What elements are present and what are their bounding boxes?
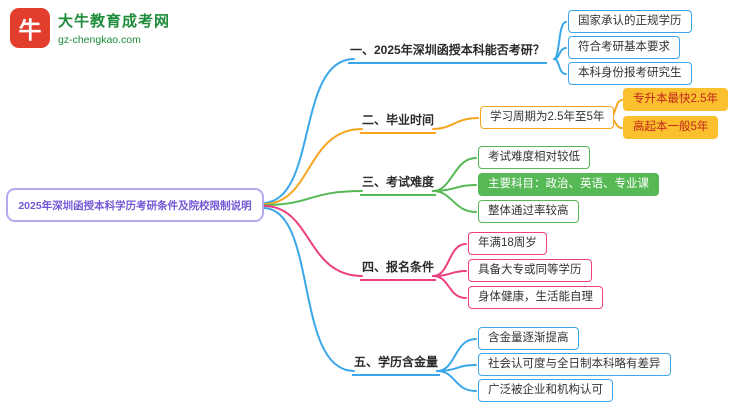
connector-b2-c1: [432, 117, 479, 130]
connector-branch-1: [263, 58, 355, 204]
node-b5-c3: 广泛被企业和机构认可: [478, 379, 613, 402]
node-b5-c1: 含金量逐渐提高: [478, 327, 579, 350]
connector-branch-3: [263, 190, 363, 206]
central-topic: 2025年深圳函授本科学历考研条件及院校限制说明: [6, 188, 264, 222]
branch-5-label: 五、学历含金量: [352, 353, 441, 376]
node-b1-c1: 国家承认的正规学历: [568, 10, 692, 33]
connector-branch-2: [263, 128, 363, 205]
branch-2-label: 二、毕业时间: [360, 111, 437, 134]
connector-branch-5: [263, 207, 355, 372]
node-b3-c3: 整体通过率较高: [478, 200, 579, 223]
site-logo: 牛 大牛教育成考网 gz-chengkao.com: [10, 8, 170, 48]
node-b3-c2: 主要科目：政治、英语、专业课: [478, 173, 659, 196]
node-b3-c1: 考试难度相对较低: [478, 146, 590, 169]
connector-b1-c3: [553, 58, 567, 75]
node-b4-c2: 具备大专或同等学历: [468, 259, 592, 282]
logo-text-block: 大牛教育成考网 gz-chengkao.com: [58, 10, 170, 46]
node-b4-c1: 年满18周岁: [468, 232, 547, 255]
node-b1-c3: 本科身份报考研究生: [568, 62, 692, 85]
branch-4-label: 四、报名条件: [360, 258, 437, 281]
connector-b4-c2: [432, 270, 467, 277]
connector-b1-c2: [553, 47, 567, 60]
branch-1-label: 一、2025年深圳函授本科能否考研？: [348, 41, 547, 64]
connector-b3-c2: [432, 184, 477, 192]
connector-b4-c3: [432, 275, 467, 299]
site-url: gz-chengkao.com: [58, 34, 141, 46]
node-b4-c3: 身体健康，生活能自理: [468, 286, 603, 309]
bull-logo-icon: 牛: [10, 8, 50, 48]
connector-b3-c3: [432, 190, 477, 213]
node-b2-g1: 专升本最快2.5年: [623, 88, 728, 111]
node-b1-c2: 符合考研基本要求: [568, 36, 680, 59]
connector-b5-c3: [436, 370, 477, 392]
site-name: 大牛教育成考网: [58, 13, 171, 30]
connector-b5-c2: [436, 364, 477, 372]
connector-branch-4: [263, 205, 363, 277]
node-b2-c1: 学习周期为2.5年至5年: [480, 106, 615, 129]
branch-3-label: 三、考试难度: [360, 173, 437, 196]
node-b2-g2: 高起本一般5年: [623, 116, 719, 139]
node-b5-c2: 社会认可度与全日制本科略有差异: [478, 353, 671, 376]
